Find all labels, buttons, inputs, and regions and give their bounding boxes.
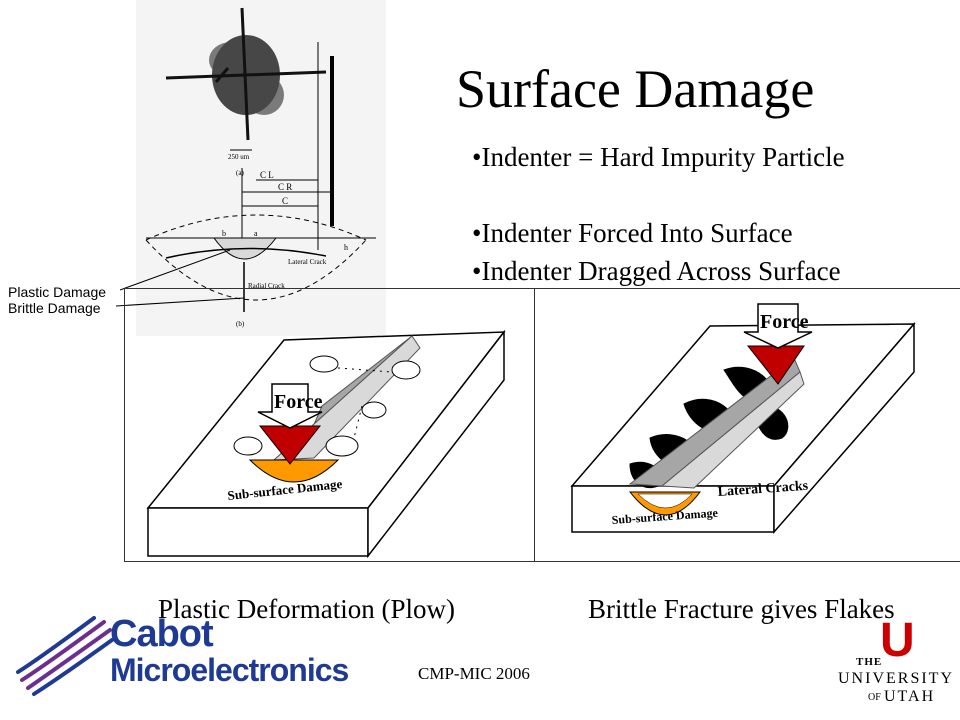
scan-h-label: h	[344, 243, 348, 252]
scan-a-label: (a)	[236, 169, 244, 177]
scan-b-label: (b)	[236, 320, 245, 328]
utah-name: UTAH	[884, 688, 936, 705]
cabot-name-line1: Cabot	[110, 613, 214, 655]
bullet-item: •Indenter Forced Into Surface	[472, 218, 793, 248]
right-force-label: Force	[760, 311, 809, 333]
plastic-damage-callout: Plastic Damage	[8, 284, 107, 300]
indentation-scan-figure: 250 um (a) C L C R C b a h Lateral Crack…	[136, 0, 386, 336]
brittle-fracture-diagram: Force Lateral Cracks Sub-surface Damage	[570, 303, 916, 534]
utah-the: THE	[856, 656, 883, 668]
utah-u-mark: U	[880, 614, 915, 667]
scan-c-label: C	[282, 196, 288, 206]
scan-a-seg-label: a	[254, 229, 258, 238]
scan-cr-label: C R	[278, 182, 292, 192]
bullet-item: •Indenter = Hard Impurity Particle	[472, 142, 845, 172]
scan-b-seg-label: b	[222, 229, 226, 238]
left-caption: Plastic Deformation (Plow)	[158, 594, 455, 624]
right-lateral-label: Lateral Cracks	[717, 479, 809, 500]
diagram-frame	[124, 288, 960, 562]
scan-radial-label: Radial Crack	[248, 282, 285, 290]
left-force-label: Force	[274, 391, 323, 413]
slide-title: Surface Damage	[456, 59, 815, 119]
right-caption: Brittle Fracture gives Flakes	[588, 594, 895, 624]
scan-cl-label: C L	[260, 170, 274, 180]
cabot-name-line2: Microelectronics	[110, 652, 349, 688]
bullet-item: •Indenter Dragged Across Surface	[472, 256, 841, 286]
cabot-microelectronics-logo: Cabot Microelectronics	[14, 612, 349, 696]
plastic-deformation-diagram: Force Sub-surface Damage	[146, 329, 506, 559]
university-of-utah-logo: U THE UNIVERSITY OF UTAH	[838, 616, 952, 710]
bullet-list: •Indenter = Hard Impurity Particle •Inde…	[472, 138, 845, 290]
utah-university: UNIVERSITY	[838, 670, 954, 687]
utah-of: OF	[868, 692, 881, 703]
scan-lateral-label: Lateral Crack	[288, 258, 327, 266]
scan-scale-label: 250 um	[228, 153, 250, 161]
diagram-divider	[534, 288, 535, 562]
footer-text: CMP-MIC 2006	[418, 664, 530, 683]
callout-leader-lines	[115, 249, 245, 307]
cabot-swoosh-icon	[16, 616, 114, 696]
brittle-damage-callout: Brittle Damage	[8, 300, 101, 316]
